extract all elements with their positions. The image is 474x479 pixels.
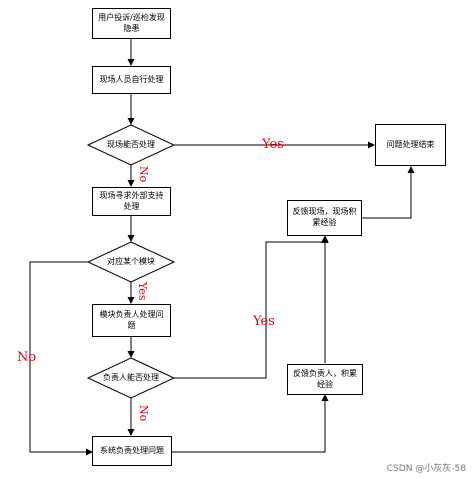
watermark: CSDN @小灰灰-58 [386, 464, 466, 474]
node-self-handle: 现场人员自行处理 [92, 66, 171, 94]
node-seek-support: 现场寻求外部支持处理 [92, 187, 171, 216]
decision-owner-can-handle: 负责人能否处理 [103, 373, 159, 382]
node-end: 问题处理结束 [375, 124, 446, 166]
label-no-top: No [137, 166, 150, 183]
node-feedback-owner: 反馈负责人，积累经验 [287, 364, 363, 395]
node-module-owner: 模块负责人处理问题 [92, 304, 171, 337]
label-no-bottom: No [137, 405, 150, 422]
node-system-owner: 系统负责处理问题 [92, 436, 172, 466]
label-yes-top: Yes [262, 137, 284, 152]
decision-can-handle: 现场能否处理 [107, 140, 155, 149]
label-no-left: No [17, 350, 37, 365]
label-yes-module: Yes [136, 282, 149, 301]
label-yes-owner: Yes [253, 314, 275, 329]
decision-which-module: 对应某个模块 [107, 257, 155, 266]
node-start: 用户投诉/巡检发现隐患 [92, 8, 171, 39]
arrow-system-to-feedback [172, 394, 329, 453]
arrow-owner-yes [174, 235, 329, 379]
node-feedback-site: 反馈现场，现场积累经验 [287, 200, 362, 236]
arrow-module-no [29, 261, 93, 456]
arrow-feedback-site-to-end [362, 166, 415, 219]
